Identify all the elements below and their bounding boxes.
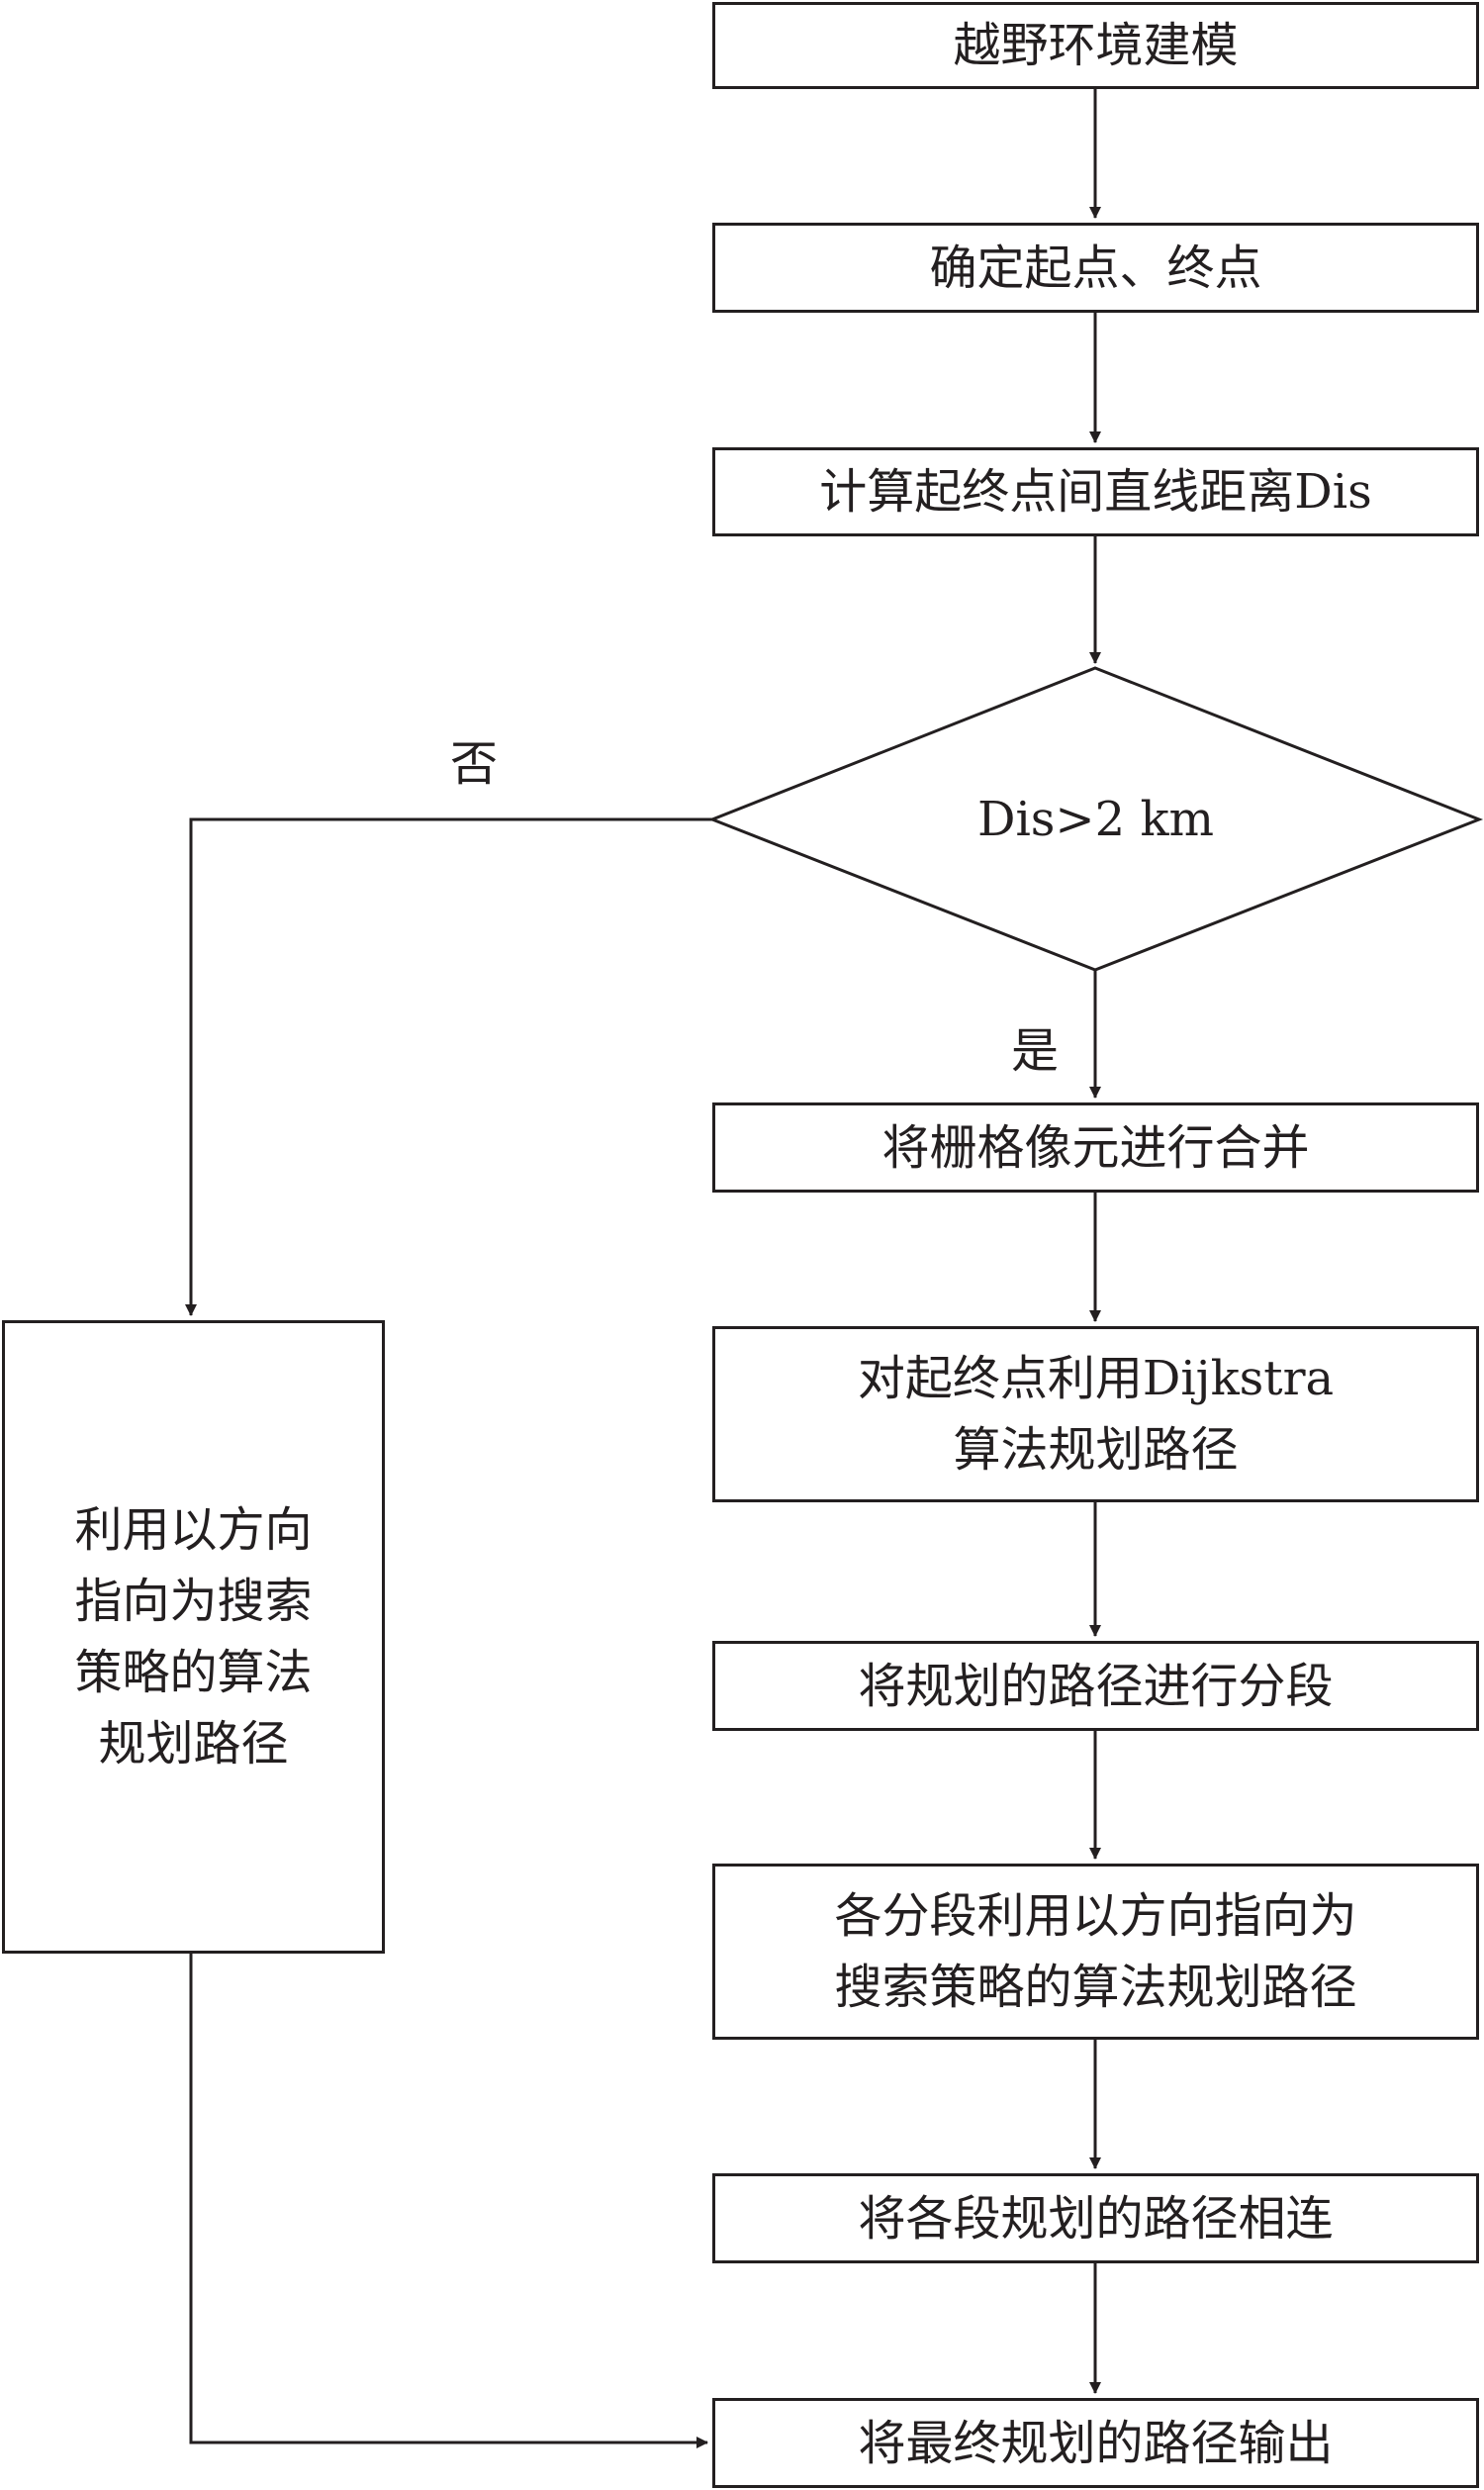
arrow-decision-left — [185, 817, 712, 1316]
step-text-line: 算法规划路径 — [953, 1422, 1239, 1478]
step-connect-segments: 将各段规划的路径相连 — [712, 2173, 1479, 2263]
step-segment-planning: 各分段利用以方向指向为 搜索策略的算法规划路径 — [712, 1864, 1479, 2040]
step-environment-modeling: 越野环境建模 — [712, 2, 1479, 89]
step-direction-search-planning: 利用以方向 指向为搜索 策略的算法 规划路径 — [2, 1320, 385, 1954]
step-text-line: 搜索策略的算法规划路径 — [834, 1960, 1357, 2015]
step-text-line: 策略的算法 — [74, 1645, 313, 1700]
step-merge-raster-cells: 将栅格像元进行合并 — [712, 1102, 1479, 1193]
step-text-line: 对起终点利用Dijkstra — [857, 1351, 1335, 1406]
no-branch-label: 否 — [450, 736, 499, 792]
step-text: 越野环境建模 — [953, 18, 1239, 73]
step-text-line: 指向为搜索 — [74, 1574, 313, 1629]
step-text: 将规划的路径进行分段 — [858, 1658, 1334, 1714]
arrow-left-s9 — [189, 1954, 708, 2448]
step-segment-path: 将规划的路径进行分段 — [712, 1641, 1479, 1731]
step-text: 将各段规划的路径相连 — [858, 2190, 1334, 2247]
step-set-start-end: 确定起点、终点 — [712, 223, 1479, 313]
step-text: 确定起点、终点 — [929, 239, 1262, 296]
step-text-line: 各分段利用以方向指向为 — [834, 1888, 1357, 1944]
step-text: 计算起终点间直线距离Dis — [819, 464, 1372, 520]
step-dijkstra-planning: 对起终点利用Dijkstra 算法规划路径 — [712, 1326, 1479, 1502]
yes-branch-label: 是 — [1011, 1023, 1060, 1079]
step-output-path: 将最终规划的路径输出 — [712, 2398, 1479, 2488]
decision-label: Dis>2 km — [712, 668, 1479, 970]
decision-diamond — [707, 666, 1484, 972]
decision-text: Dis>2 km — [976, 791, 1215, 847]
step-text-line: 利用以方向 — [74, 1502, 313, 1558]
step-text-line: 规划路径 — [98, 1716, 289, 1772]
step-text: 将最终规划的路径输出 — [858, 2415, 1334, 2471]
step-text: 将栅格像元进行合并 — [881, 1119, 1310, 1176]
step-compute-distance: 计算起终点间直线距离Dis — [712, 447, 1479, 536]
